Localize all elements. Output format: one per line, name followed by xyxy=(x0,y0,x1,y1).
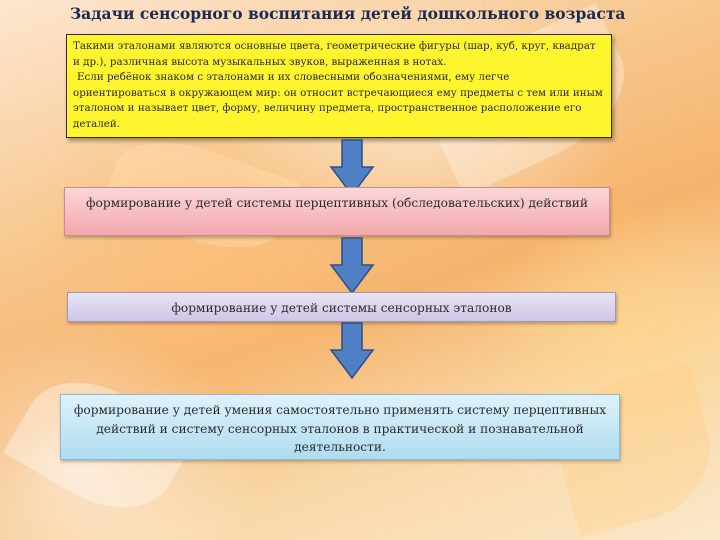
arrow-down-icon xyxy=(329,139,375,197)
arrow-down-icon xyxy=(329,237,375,295)
step-box-perceptive-actions: формирование у детей системы перцептивны… xyxy=(64,187,610,236)
intro-box: Такими эталонами являются основные цвета… xyxy=(66,34,612,138)
slide-title: Задачи сенсорного воспитания детей дошко… xyxy=(70,4,626,23)
step-box-sensory-standards: формирование у детей системы сенсорных э… xyxy=(67,292,616,322)
intro-text-line1: Такими эталонами являются основные цвета… xyxy=(73,40,596,68)
step-box-independent-application: формирование у детей умения самостоятель… xyxy=(60,394,620,460)
arrow-down-icon xyxy=(329,322,375,380)
intro-text-line2: Если ребёнок знаком с эталонами и их сло… xyxy=(73,71,603,130)
